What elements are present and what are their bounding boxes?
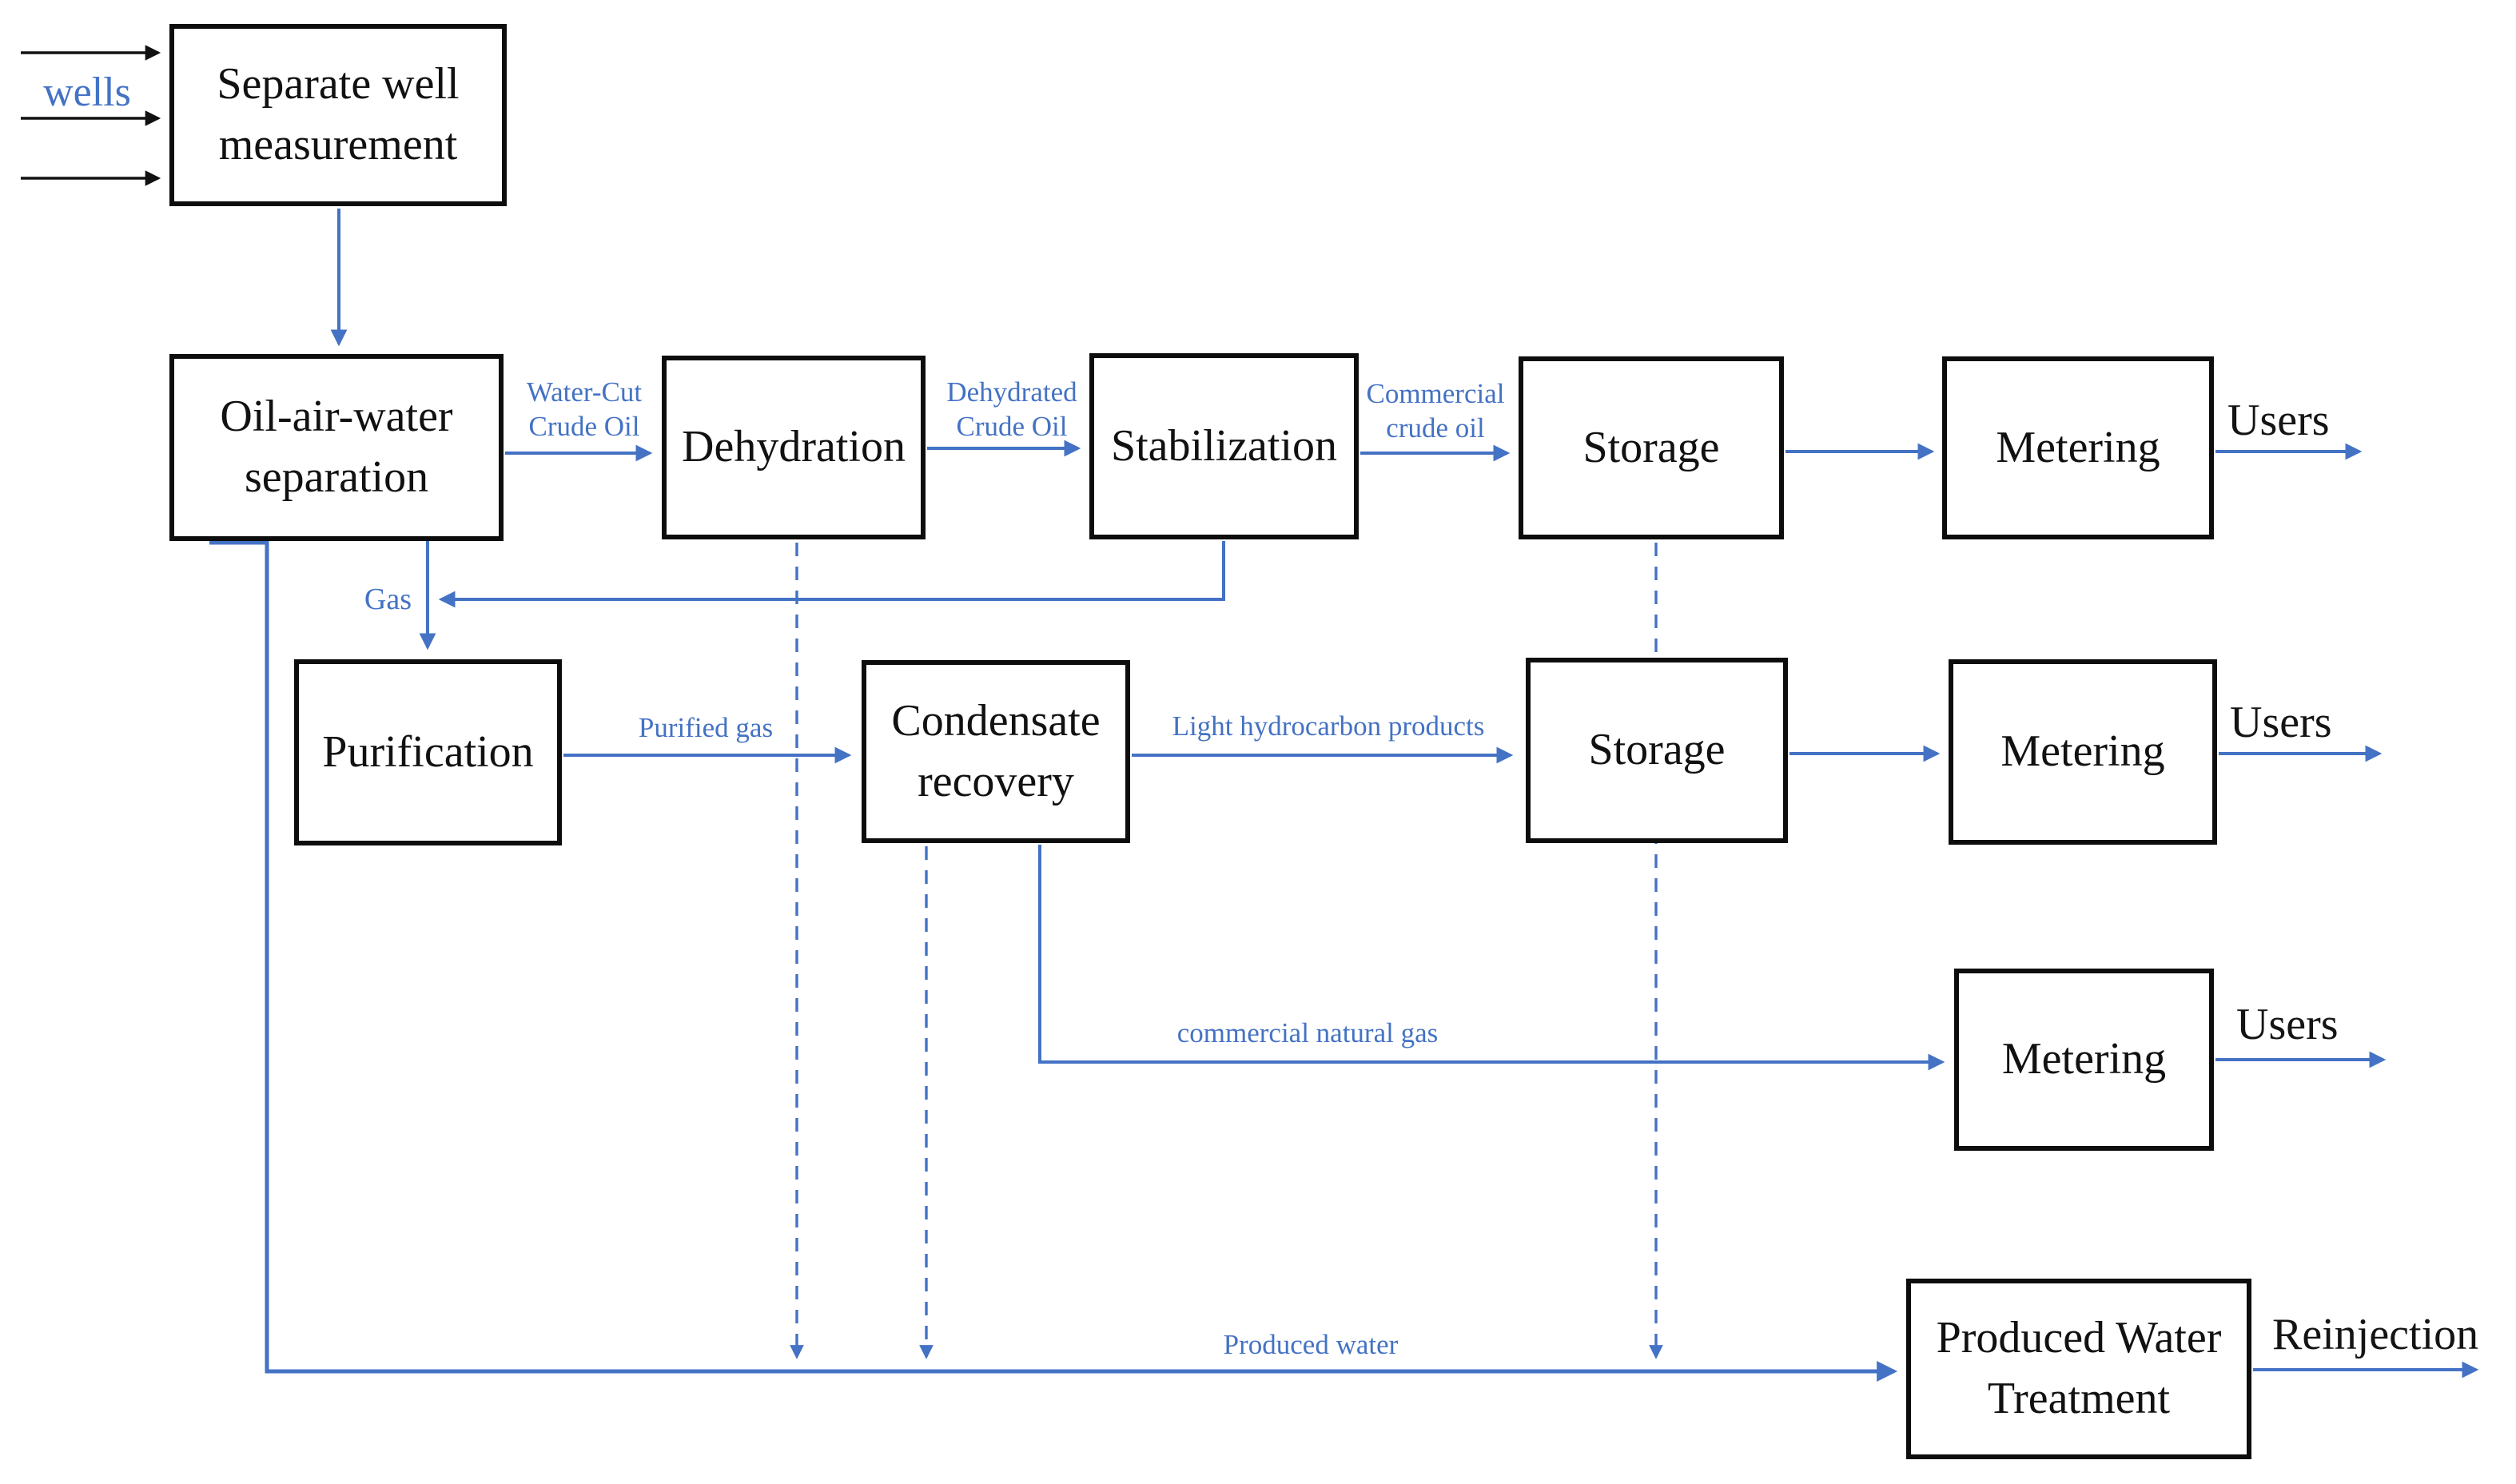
label-users-lh: Users — [2230, 698, 2332, 747]
node-dehydration: Dehydration — [662, 356, 926, 539]
node-condensate-recovery: Condensate recovery — [862, 660, 1130, 843]
node-label: Separate well measurement — [217, 59, 460, 169]
node-metering-gas: Metering — [1954, 969, 2214, 1151]
wells-inlet-arrows — [21, 45, 161, 186]
node-label: Metering — [2001, 1034, 2167, 1084]
node-label: Storage — [1582, 422, 1720, 472]
label-dehydrated-crude-oil: Dehydrated Crude Oil — [946, 376, 1077, 442]
label-reinjection: Reinjection — [2272, 1310, 2479, 1359]
edge-gas-return-from-stabilization — [438, 541, 1225, 608]
node-metering-oil: Metering — [1942, 356, 2214, 539]
label-commercial-natural-gas: commercial natural gas — [1176, 1017, 1439, 1048]
node-label: Purification — [322, 726, 534, 777]
label-commercial-crude-oil: Commercial crude oil — [1366, 378, 1505, 444]
node-storage-lh: Storage — [1526, 658, 1788, 843]
edge-commercial-natural-gas — [1038, 845, 1945, 1071]
node-oil-air-water-separation: Oil-air-water separation — [169, 354, 504, 541]
node-metering-lh: Metering — [1949, 659, 2217, 845]
node-label: Storage — [1588, 725, 1726, 775]
drain-lines-dashed — [790, 543, 1663, 1359]
node-label: Stabilization — [1110, 420, 1338, 471]
label-produced-water: Produced water — [1223, 1329, 1399, 1360]
node-stabilization: Stabilization — [1089, 353, 1359, 539]
label-light-hydrocarbon-products: Light hydrocarbon products — [1172, 710, 1485, 742]
label-gas: Gas — [364, 583, 412, 616]
label-users-oil: Users — [2227, 396, 2330, 445]
node-separate-well-measurement: Separate well measurement — [169, 24, 507, 206]
node-label: Condensate recovery — [891, 695, 1101, 806]
node-produced-water-treatment: Produced Water Treatment — [1906, 1279, 2251, 1459]
node-label: Metering — [1996, 422, 2160, 472]
node-label: Produced Water Treatment — [1936, 1313, 2222, 1423]
label-water-cut-crude-oil: Water-Cut Crude Oil — [526, 376, 643, 442]
node-purification: Purification — [294, 659, 562, 845]
process-lines — [209, 209, 2479, 1382]
node-label: Oil-air-water separation — [220, 392, 453, 502]
label-users-gas: Users — [2236, 1000, 2339, 1049]
label-wells: wells — [43, 70, 131, 115]
edge-produced-water — [209, 540, 1898, 1382]
node-label: Metering — [2000, 726, 2165, 777]
node-label: Dehydration — [682, 422, 906, 472]
label-purified-gas: Purified gas — [638, 712, 774, 743]
node-storage-oil: Storage — [1519, 356, 1784, 539]
